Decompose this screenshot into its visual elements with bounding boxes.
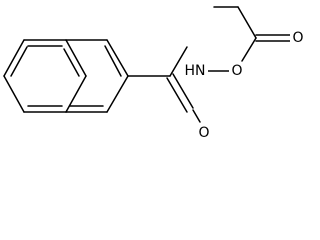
label-mask (196, 124, 212, 142)
bond (241, 37, 257, 62)
bond (3, 39, 25, 77)
amide-group (127, 46, 194, 113)
amide-oxygen-label: O (198, 125, 209, 141)
bond (106, 75, 129, 113)
ester-group (205, 6, 292, 72)
nitrogen-label: HN (185, 63, 206, 79)
double-bond-inner (63, 48, 80, 77)
label-mask (182, 62, 208, 80)
bond (237, 6, 257, 39)
naphthalene-left-ring (3, 39, 87, 113)
bond (65, 39, 87, 77)
carbonyl-double-bond (166, 77, 188, 113)
bond (169, 46, 188, 77)
bond (3, 75, 25, 113)
double-bond-inner (10, 46, 28, 77)
chemical-structure: HN O O O (3, 6, 306, 142)
label-mask (229, 62, 245, 80)
bond (192, 109, 201, 123)
ester-oxygen-label: O (292, 30, 303, 46)
carbonyl-double-bond (172, 73, 194, 109)
double-bond-inner (104, 45, 122, 77)
bond (106, 39, 129, 77)
label-mask (290, 29, 306, 47)
naphthalene-right-ring (63, 39, 129, 113)
ether-oxygen-label: O (231, 63, 242, 79)
